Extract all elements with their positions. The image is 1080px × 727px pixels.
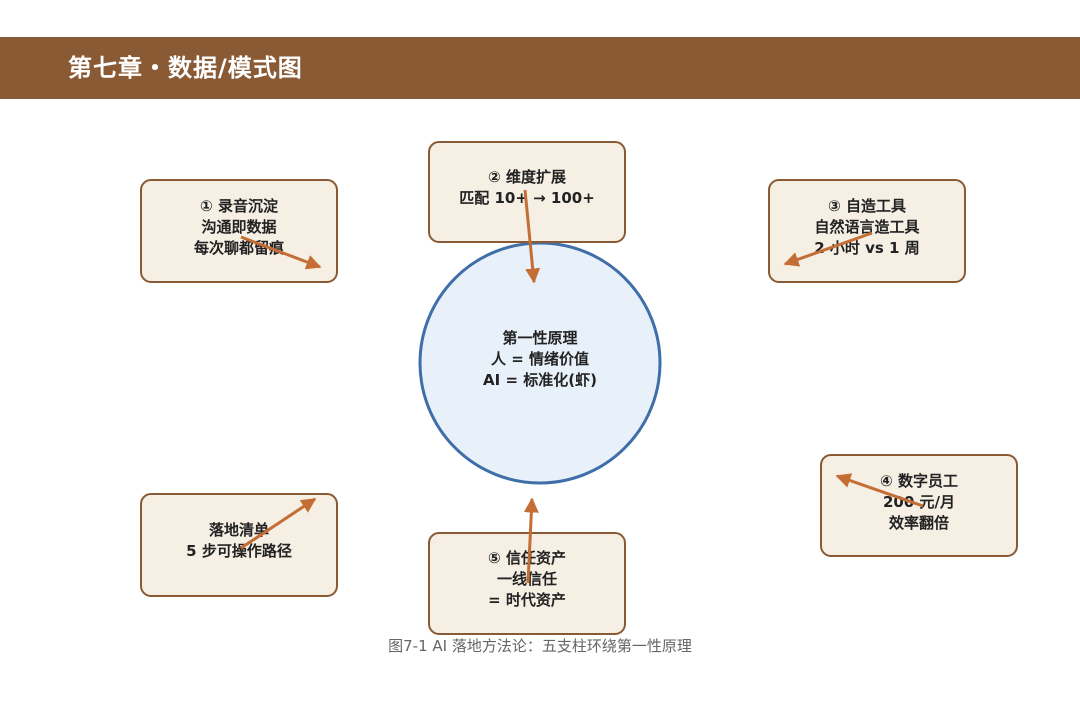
node-checklist: 落地清单 5 步可操作路径: [140, 493, 338, 597]
chapter-title: 第七章・数据/模式图: [68, 54, 303, 82]
arrow-digital-employee: [835, 473, 924, 508]
chapter-header: 第七章・数据/模式图: [0, 37, 1080, 99]
node-trust-title: ⑤ 信任资产: [488, 549, 566, 567]
node-checklist-line-2: 5 步可操作路径: [186, 542, 292, 560]
arrow-tools: [783, 231, 873, 267]
hub-line-2: 人 = 情绪价值: [491, 350, 589, 368]
node-trust-line-3: = 时代资产: [488, 591, 566, 609]
hub-line-3: AI = 标准化(虾): [483, 371, 597, 389]
node-tools-title: ③ 自造工具: [828, 197, 906, 215]
arrow-recording: [240, 235, 322, 270]
node-digital-employee-title: ④ 数字员工: [880, 472, 958, 490]
figure-caption: 图7-1 AI 落地方法论：五支柱环绕第一性原理: [388, 637, 692, 655]
hub-line-1: 第一性原理: [502, 329, 577, 347]
node-trust: ⑤ 信任资产 一线信任 = 时代资产: [428, 532, 626, 635]
node-digital-employee-line-3: 效率翻倍: [889, 514, 949, 532]
node-tools: ③ 自造工具 自然语言造工具 2 小时 vs 1 周: [768, 179, 966, 283]
node-recording-title: ① 录音沉淀: [200, 197, 279, 215]
node-tools-line-2: 自然语言造工具: [814, 218, 919, 236]
arrow-checklist: [240, 497, 317, 550]
node-checklist-title: 落地清单: [209, 521, 269, 539]
node-dimension-title: ② 维度扩展: [488, 168, 566, 186]
hub-first-principle: 第一性原理 人 = 情绪价值 AI = 标准化(虾): [418, 241, 662, 485]
node-dimension: ② 维度扩展 匹配 10+ → 100+: [428, 141, 626, 243]
node-recording: ① 录音沉淀 沟通即数据 每次聊都留痕: [140, 179, 338, 283]
node-recording-line-2: 沟通即数据: [201, 218, 276, 236]
arrow-trust: [523, 497, 539, 584]
arrow-dimension: [523, 189, 541, 284]
